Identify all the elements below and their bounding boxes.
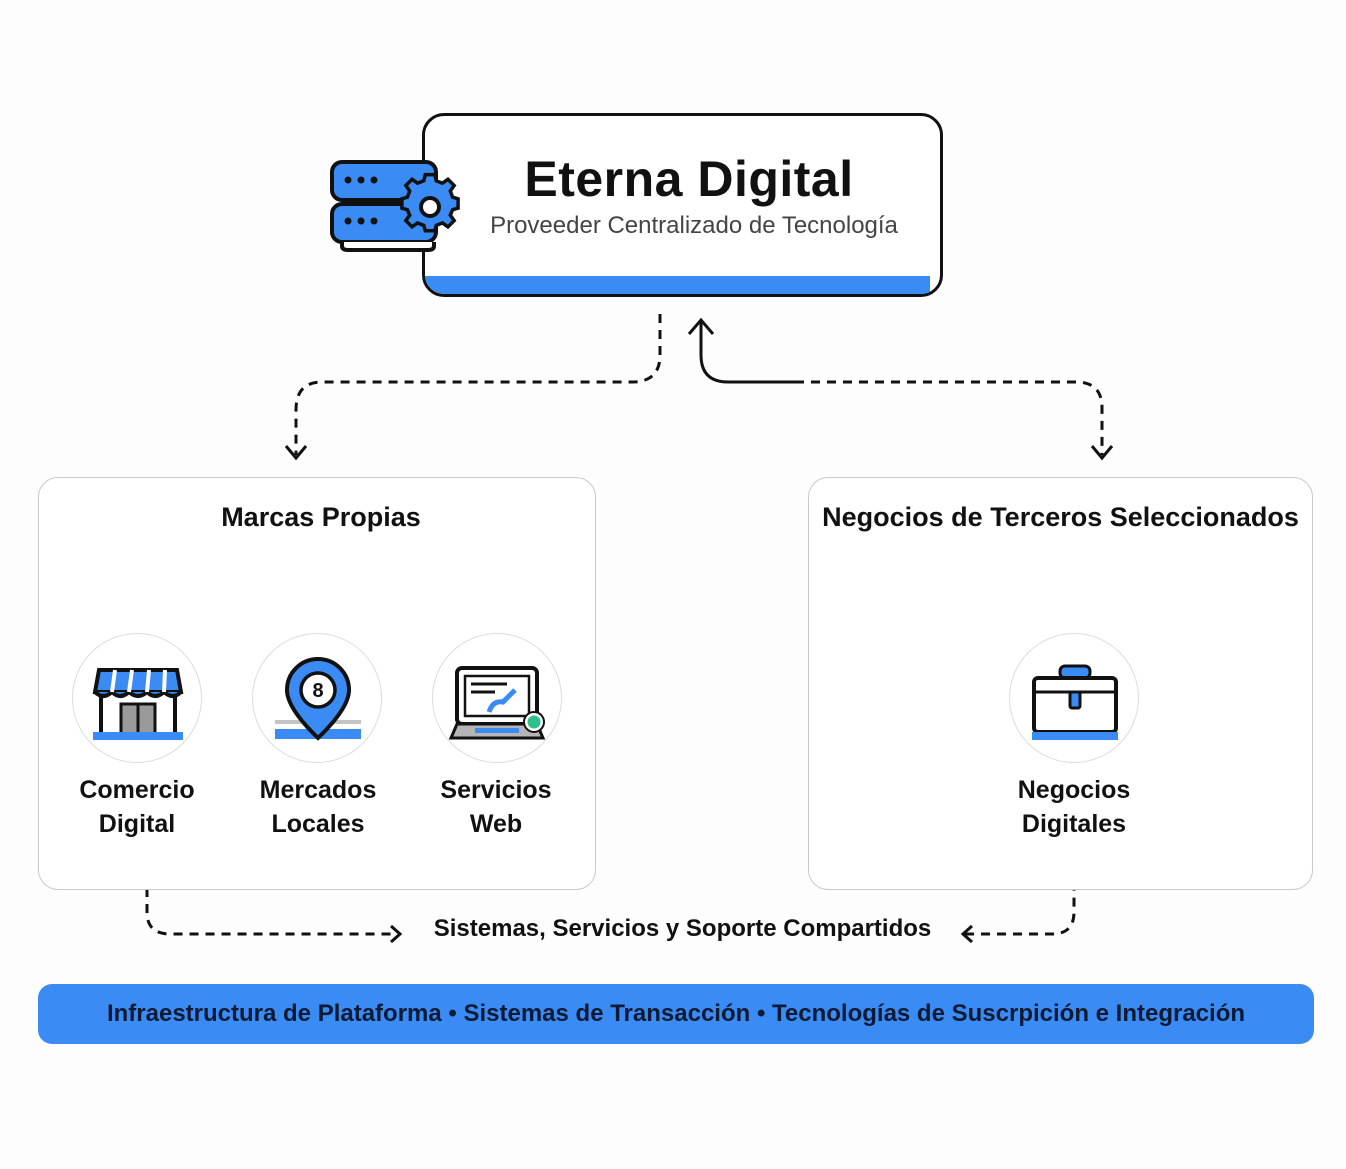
infrastructure-footer-bar: Infraestructura de Plataforma • Sistemas… xyxy=(38,984,1314,1044)
hub-accent-bar xyxy=(425,276,930,294)
negocios-digitales-circle xyxy=(1009,633,1139,763)
hub-title: Eterna Digital xyxy=(524,151,854,207)
infrastructure-footer-text: Infraestructura de Plataforma • Sistemas… xyxy=(106,1000,1246,1027)
mercados-locales-circle: 8 xyxy=(252,633,382,763)
servicios-web-circle xyxy=(432,633,562,763)
terceros-title: Negocios de Terceros Seleccionados xyxy=(822,502,1299,532)
negocios-digitales-label: Negocios Digitales xyxy=(1017,776,1131,838)
terceros-to-hub-connector xyxy=(699,322,795,384)
storefront-icon xyxy=(92,668,184,740)
shared-left-connector xyxy=(145,872,398,936)
server-gear-icon xyxy=(330,160,460,252)
hub-box xyxy=(422,113,943,297)
servicios-web-label: Servicios Web xyxy=(440,776,552,838)
shared-systems-label: Sistemas, Servicios y Soporte Compartido… xyxy=(433,915,932,942)
hub-subtitle: Proveeder Centralizado de Tecnología xyxy=(490,212,898,239)
mercados-locales-label: Mercados Locales xyxy=(259,776,377,838)
marcas-propias-title: Marcas Propias xyxy=(221,502,421,532)
comercio-digital-label: Comercio Digital xyxy=(79,776,195,838)
monitor-icon xyxy=(448,666,546,740)
briefcase-icon xyxy=(1032,664,1118,740)
pin-badge-number: 8 xyxy=(312,680,323,702)
hub-to-marcas-connector xyxy=(294,314,662,455)
location-pin-icon: 8 xyxy=(275,657,361,741)
comercio-digital-circle xyxy=(72,633,202,763)
shared-right-connector xyxy=(965,872,1076,936)
